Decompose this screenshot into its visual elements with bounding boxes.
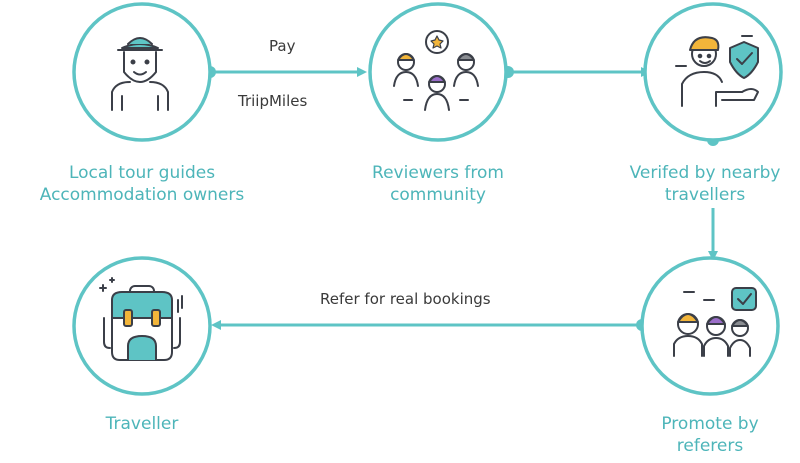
label-reviewers-line2: community <box>390 185 486 205</box>
label-reviewers-line1: Reviewers from <box>372 163 504 183</box>
label-verified-line2: travellers <box>664 185 746 205</box>
label-guides: Local tour guides Accommodation owners <box>12 162 272 206</box>
node-circle-guides <box>72 2 212 142</box>
connector-promote-to-traveller <box>211 319 648 331</box>
label-guides-line2: Accommodation owners <box>39 185 245 205</box>
connector-guides-to-reviewers <box>204 66 367 78</box>
node-circle-promote <box>640 256 780 396</box>
label-verified-line1: Verifed by nearby <box>629 163 781 183</box>
node-circle-traveller <box>72 256 212 396</box>
label-guides-line1: Local tour guides <box>68 163 216 183</box>
label-promote-line1: Promote by <box>661 414 759 434</box>
label-promote: Promote by referers <box>630 413 790 457</box>
label-verified: Verifed by nearby travellers <box>615 162 795 206</box>
reviewer-group-icon <box>393 30 479 111</box>
label-traveller-line1: Traveller <box>105 414 179 434</box>
edge-label-refer: Refer for real bookings <box>320 290 491 308</box>
node-circle-reviewers <box>368 2 508 142</box>
label-traveller: Traveller <box>62 413 222 435</box>
tour-guide-icon <box>111 37 169 111</box>
referer-group-icon <box>673 287 757 357</box>
verified-shield-icon <box>675 35 759 107</box>
edge-label-pay: Pay <box>269 37 296 55</box>
edge-label-triipmiles: TriipMiles <box>238 92 308 110</box>
label-reviewers: Reviewers from community <box>338 162 538 206</box>
node-circle-verified <box>643 2 783 142</box>
connector-reviewers-to-verified <box>502 66 651 78</box>
label-promote-line2: referers <box>676 436 744 456</box>
backpack-icon <box>99 277 183 361</box>
